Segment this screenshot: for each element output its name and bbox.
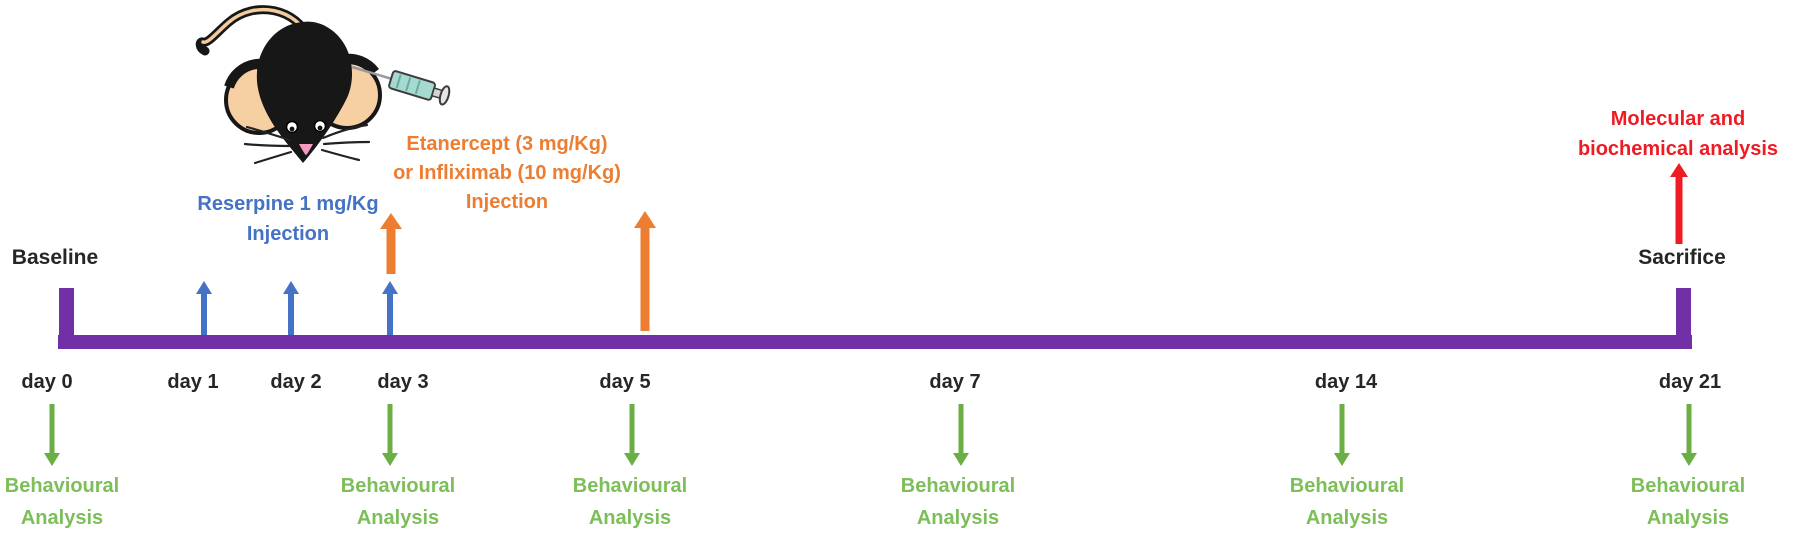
reserpine-injection-note: Reserpine 1 mg/Kg Injection xyxy=(138,189,438,249)
anti-tnf-injection-note: Etanercept (3 mg/Kg) or Infliximab (10 m… xyxy=(347,130,667,217)
behavioural-label-day3: Behavioural Analysis xyxy=(340,475,456,529)
behavioural-arrow-day3 xyxy=(382,404,398,466)
day-label-2: day 2 xyxy=(270,371,322,393)
behavioural-arrow-day5 xyxy=(624,404,640,466)
anti-tnf-arrow-day5 xyxy=(634,211,656,331)
reserpine-arrow-day3 xyxy=(382,281,398,335)
syringe-barrel xyxy=(388,70,451,106)
behavioural-arrow-day21 xyxy=(1681,404,1697,466)
arrow-head xyxy=(1681,453,1697,466)
molecular-analysis-note: Molecular and biochemical analysis xyxy=(1558,104,1795,164)
arrow-shaft xyxy=(1339,404,1345,455)
timeline-start-tick xyxy=(59,288,74,340)
behavioural-arrow-day7 xyxy=(953,404,969,466)
sacrifice-label: Sacrifice xyxy=(1638,246,1726,269)
arrow-head xyxy=(1334,453,1350,466)
arrow-shaft xyxy=(201,292,207,335)
day-label-14: day 14 xyxy=(1314,371,1378,393)
day-label-5: day 5 xyxy=(599,371,651,393)
arrow-shaft xyxy=(387,292,393,335)
arrow-shaft xyxy=(640,226,650,331)
arrow-head xyxy=(380,213,402,229)
day-label-0: day 0 xyxy=(21,371,73,393)
molecular-analysis-arrow xyxy=(1670,163,1688,244)
mouse-syringe-illustration xyxy=(195,5,451,165)
day-label-3: day 3 xyxy=(377,371,429,393)
anti-tnf-note-line2: or Infliximab (10 mg/Kg) xyxy=(393,162,621,184)
timeline-end-tick xyxy=(1676,288,1691,340)
anti-tnf-note-line1: Etanercept (3 mg/Kg) xyxy=(406,133,608,155)
molecular-note-line2: biochemical analysis xyxy=(1577,138,1779,160)
reserpine-arrow-day2 xyxy=(283,281,299,335)
reserpine-arrow-day1 xyxy=(196,281,212,335)
mouse-whiskers xyxy=(243,123,371,165)
behavioural-label-day0: Behavioural Analysis xyxy=(4,475,120,529)
molecular-note-line1: Molecular and xyxy=(1610,108,1746,130)
behavioural-label-day14: Behavioural Analysis xyxy=(1289,475,1405,529)
behavioural-arrow-day0 xyxy=(44,404,60,466)
arrow-shaft xyxy=(288,292,294,335)
arrow-head xyxy=(953,453,969,466)
arrow-head xyxy=(44,453,60,466)
arrow-head xyxy=(283,281,299,294)
day-label-1: day 1 xyxy=(167,371,219,393)
arrow-head xyxy=(382,281,398,294)
arrow-head xyxy=(196,281,212,294)
baseline-label: Baseline xyxy=(11,246,99,269)
reserpine-note-line1: Reserpine 1 mg/Kg xyxy=(197,193,379,215)
syringe-needle xyxy=(351,65,393,81)
arrow-shaft xyxy=(629,404,635,455)
anti-tnf-note-line3: Injection xyxy=(465,191,549,213)
arrow-shaft xyxy=(387,404,393,455)
reserpine-note-line2: Injection xyxy=(246,223,330,245)
arrow-head xyxy=(624,453,640,466)
arrow-shaft xyxy=(958,404,964,455)
behavioural-arrow-day14 xyxy=(1334,404,1350,466)
arrow-head xyxy=(634,211,656,228)
arrow-head xyxy=(382,453,398,466)
behavioural-label-day21: Behavioural Analysis xyxy=(1630,475,1746,529)
arrow-shaft xyxy=(1675,175,1683,244)
behavioural-label-day5: Behavioural Analysis xyxy=(572,475,688,529)
mouse-head xyxy=(256,21,353,163)
timeline-bar xyxy=(58,335,1692,349)
day-label-7: day 7 xyxy=(929,371,981,393)
day-label-21: day 21 xyxy=(1658,371,1722,393)
arrow-shaft xyxy=(1686,404,1692,455)
arrow-head xyxy=(1670,163,1688,177)
behavioural-label-day7: Behavioural Analysis xyxy=(900,475,1016,529)
anti-tnf-arrow-day3 xyxy=(380,213,402,274)
arrow-shaft xyxy=(49,404,55,455)
mouse-nose xyxy=(299,144,313,155)
arrow-shaft xyxy=(386,227,396,274)
